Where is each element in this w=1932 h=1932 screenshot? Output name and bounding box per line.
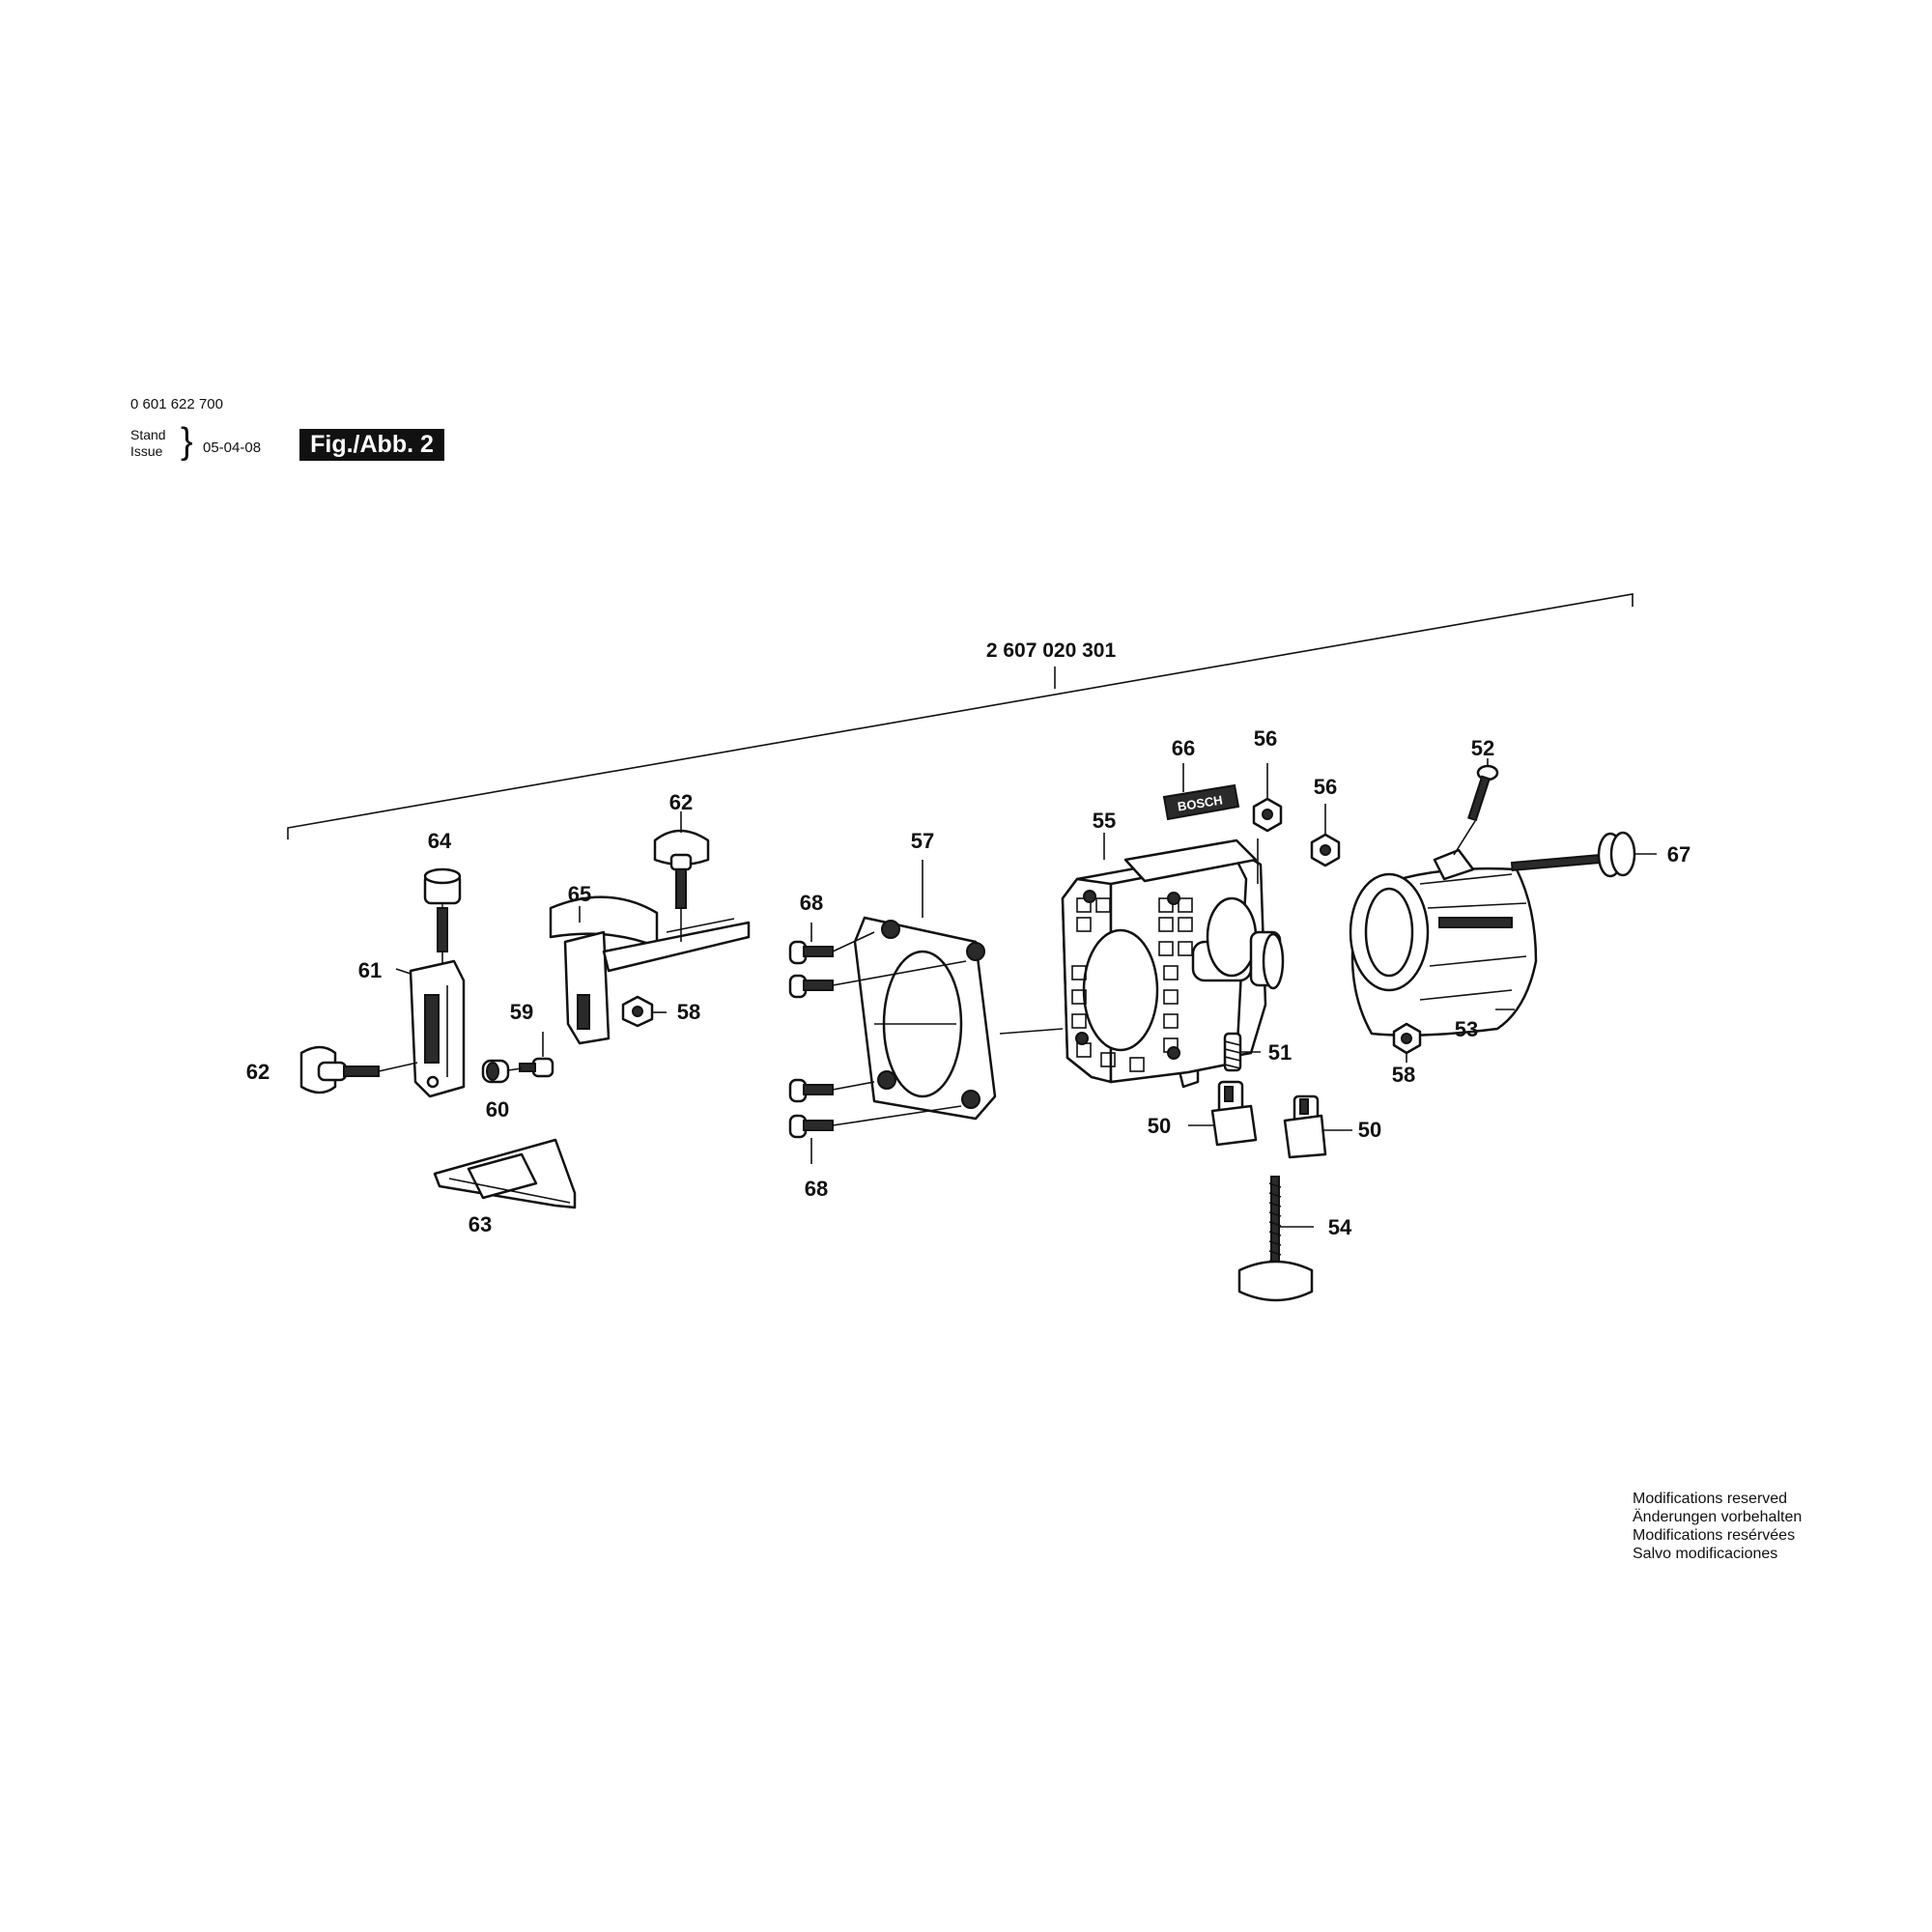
modifications-line-de: Änderungen vorbehalten bbox=[1633, 1509, 1803, 1525]
callout-50-right: 50 bbox=[1358, 1118, 1381, 1142]
guide-65 bbox=[549, 895, 751, 1045]
figure-label: Fig./Abb. 2 bbox=[299, 429, 444, 461]
small-screw-59 bbox=[507, 1032, 554, 1078]
screw-68-top-1 bbox=[788, 923, 875, 965]
callout-54: 54 bbox=[1328, 1215, 1352, 1239]
issue-date: 05-04-08 bbox=[203, 440, 262, 456]
clamp-ring-53 bbox=[1349, 848, 1538, 1037]
bosch-logo-text: BOSCH bbox=[1177, 792, 1224, 813]
callout-52: 52 bbox=[1471, 736, 1494, 760]
modifications-notice: Modifications reserved Änderungen vorbeh… bbox=[1633, 1490, 1802, 1563]
callout-61: 61 bbox=[358, 958, 382, 982]
stand-label: Stand bbox=[130, 427, 166, 442]
stand-issue-label: Stand Issue bbox=[130, 427, 188, 460]
latch-50-right bbox=[1283, 1094, 1352, 1159]
kit-part-number: 2 607 020 301 bbox=[986, 639, 1117, 662]
nut-58-left bbox=[621, 995, 667, 1028]
callout-59: 59 bbox=[510, 1000, 533, 1024]
callout-62-left: 62 bbox=[246, 1060, 270, 1084]
adjust-screw-67 bbox=[1510, 831, 1657, 878]
callout-57: 57 bbox=[911, 829, 934, 853]
callout-66: 66 bbox=[1172, 736, 1195, 760]
base-plate-63 bbox=[433, 1138, 577, 1209]
callout-62-top: 62 bbox=[669, 790, 693, 814]
screw-68-top-2 bbox=[788, 960, 967, 999]
callout-68-top: 68 bbox=[800, 891, 823, 915]
modifications-line-fr: Modifications resérvées bbox=[1633, 1527, 1796, 1544]
callout-65: 65 bbox=[568, 882, 591, 906]
sleeve-60 bbox=[481, 1059, 510, 1084]
wing-knob-62-left bbox=[299, 1045, 418, 1094]
issue-label: Issue bbox=[130, 443, 163, 459]
callout-63: 63 bbox=[469, 1212, 492, 1236]
wing-bolt-54 bbox=[1237, 1176, 1314, 1302]
callout-56-right: 56 bbox=[1314, 775, 1337, 799]
callout-64: 64 bbox=[428, 829, 452, 853]
modifications-line-en: Modifications reserved bbox=[1633, 1491, 1788, 1507]
callout-68-bottom: 68 bbox=[805, 1177, 828, 1201]
screw-52 bbox=[1453, 758, 1499, 856]
modifications-line-es: Salvo modificaciones bbox=[1633, 1546, 1778, 1562]
knurled-screw-64 bbox=[423, 867, 462, 976]
nut-58-right bbox=[1392, 1022, 1422, 1063]
kit-bracket bbox=[287, 593, 1634, 839]
clamp-block-61 bbox=[395, 959, 466, 1098]
nut-56-top bbox=[1252, 763, 1283, 833]
nut-56-right bbox=[1310, 804, 1341, 867]
callout-67: 67 bbox=[1667, 842, 1690, 867]
callout-58-right: 58 bbox=[1392, 1063, 1415, 1087]
bosch-badge-66: BOSCH bbox=[1162, 763, 1240, 821]
screw-68-bottom-1 bbox=[788, 1078, 875, 1103]
part-number: 0 601 622 700 bbox=[130, 396, 223, 412]
callout-53: 53 bbox=[1455, 1017, 1478, 1041]
latch-50-left bbox=[1188, 1080, 1258, 1147]
spring-51 bbox=[1223, 1032, 1261, 1072]
callout-58-left: 58 bbox=[677, 1000, 700, 1024]
callout-56-top: 56 bbox=[1254, 726, 1277, 751]
adapter-plate-57 bbox=[853, 860, 1064, 1121]
housing-55 bbox=[1061, 833, 1285, 1089]
callout-50-left: 50 bbox=[1148, 1114, 1171, 1138]
callout-51: 51 bbox=[1268, 1040, 1292, 1065]
screw-68-bottom-2 bbox=[788, 1105, 962, 1164]
callout-60: 60 bbox=[486, 1097, 509, 1122]
wing-knob-62-top bbox=[653, 811, 710, 942]
callout-55: 55 bbox=[1093, 809, 1116, 833]
brace-symbol: } bbox=[181, 421, 193, 462]
